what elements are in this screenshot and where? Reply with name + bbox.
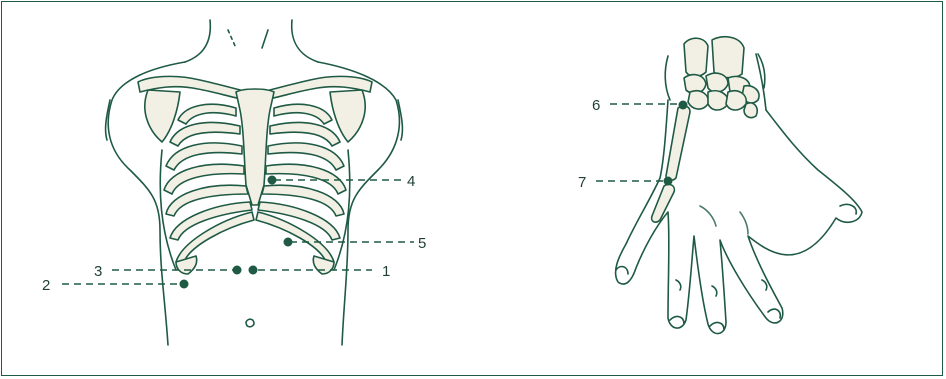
ulna-icon — [712, 37, 744, 78]
thumb-metacarpal-icon — [666, 106, 690, 180]
neck-outline-right — [292, 20, 318, 62]
marker-label-6: 6 — [592, 97, 600, 114]
electrode-dot-5 — [284, 238, 293, 247]
marker-label-4: 4 — [407, 173, 415, 190]
radius-icon — [684, 38, 708, 76]
electrode-dot-1 — [249, 266, 258, 275]
electrode-dot-6 — [679, 101, 688, 110]
marker-label-7: 7 — [578, 174, 586, 191]
ribcage-left — [160, 104, 254, 274]
navel-icon — [246, 319, 254, 327]
marker-label-3: 3 — [94, 263, 102, 280]
electrode-dot-4 — [268, 176, 277, 185]
marker-label-1: 1 — [382, 263, 390, 280]
neck-outline — [185, 20, 210, 62]
chest-illustration — [106, 20, 403, 345]
hand-illustration — [616, 37, 862, 334]
electrode-dot-3 — [233, 266, 242, 275]
marker-label-5: 5 — [418, 235, 426, 252]
ribcage-right — [256, 104, 350, 274]
electrode-dot-2 — [180, 280, 189, 289]
marker-label-2: 2 — [42, 277, 50, 294]
electrode-dot-7 — [664, 177, 673, 186]
carpal-bones-icon — [684, 73, 759, 117]
